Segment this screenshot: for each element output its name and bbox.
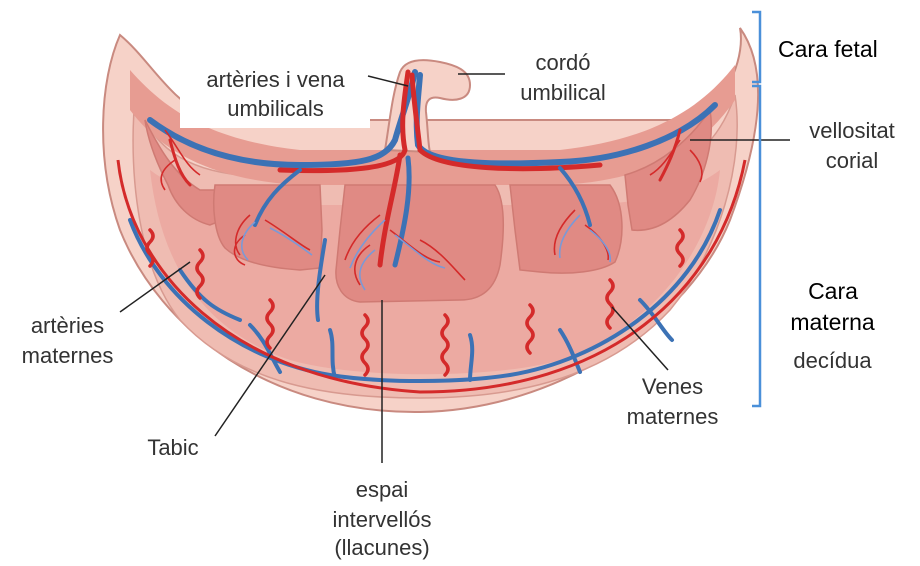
label-vellositat-line1: vellositat bbox=[792, 117, 912, 144]
villus-center bbox=[336, 185, 503, 302]
label-arteries-maternes-line2: maternes bbox=[10, 342, 125, 369]
label-arteries-vena-line1: artèries i vena bbox=[188, 66, 363, 93]
label-espai-line3: (llacunes) bbox=[312, 534, 452, 561]
label-cara-materna-line2: materna bbox=[770, 309, 895, 336]
label-cara-materna-line1: Cara bbox=[778, 278, 888, 305]
label-espai-line2: intervellós bbox=[312, 506, 452, 533]
label-cara-fetal: Cara fetal bbox=[778, 36, 878, 63]
label-decidua: decídua bbox=[770, 347, 895, 374]
label-arteries-vena-line2: umbilicals bbox=[188, 95, 363, 122]
label-cordo-line2: umbilical bbox=[508, 79, 618, 106]
label-venes-maternes-line2: maternes bbox=[615, 403, 730, 430]
label-cordo-line1: cordó bbox=[508, 49, 618, 76]
label-vellositat-line2: corial bbox=[792, 147, 912, 174]
villus-right-center bbox=[510, 185, 622, 273]
label-espai-line1: espai bbox=[312, 476, 452, 503]
label-venes-maternes-line1: Venes bbox=[615, 373, 730, 400]
label-tabic: Tabic bbox=[128, 434, 218, 461]
label-arteries-maternes-line1: artèries bbox=[10, 312, 125, 339]
